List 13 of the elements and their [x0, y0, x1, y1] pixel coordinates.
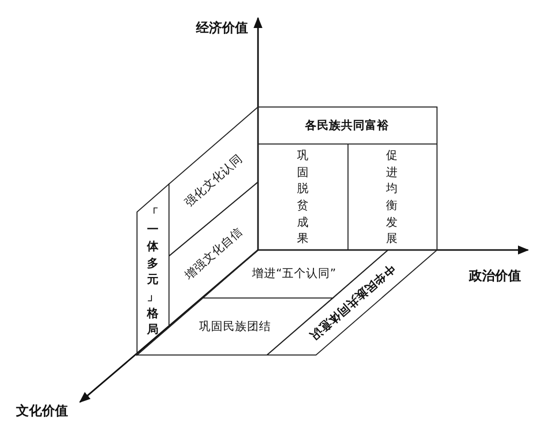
- cell-text: 巩固脱贫成果: [297, 147, 308, 248]
- cell-text: 促进均衡发展: [386, 147, 398, 248]
- cell-text: 巩固民族团结: [199, 320, 271, 334]
- cell-text: 「一体多元」格局: [147, 204, 158, 338]
- axis-label: 政治价值: [469, 268, 521, 285]
- cell-text: 增强文化自信: [182, 225, 246, 283]
- axis-label: 文化价值: [16, 402, 68, 420]
- diagram-cell: [137, 184, 169, 355]
- cell-text: 强化文化认同: [182, 152, 246, 210]
- cell-text: 各民族共同富裕: [305, 119, 389, 133]
- cell-text: 增进“五个认同”: [252, 267, 336, 281]
- axis-label: 经济价值: [196, 20, 248, 37]
- diagram-cell: [258, 107, 437, 144]
